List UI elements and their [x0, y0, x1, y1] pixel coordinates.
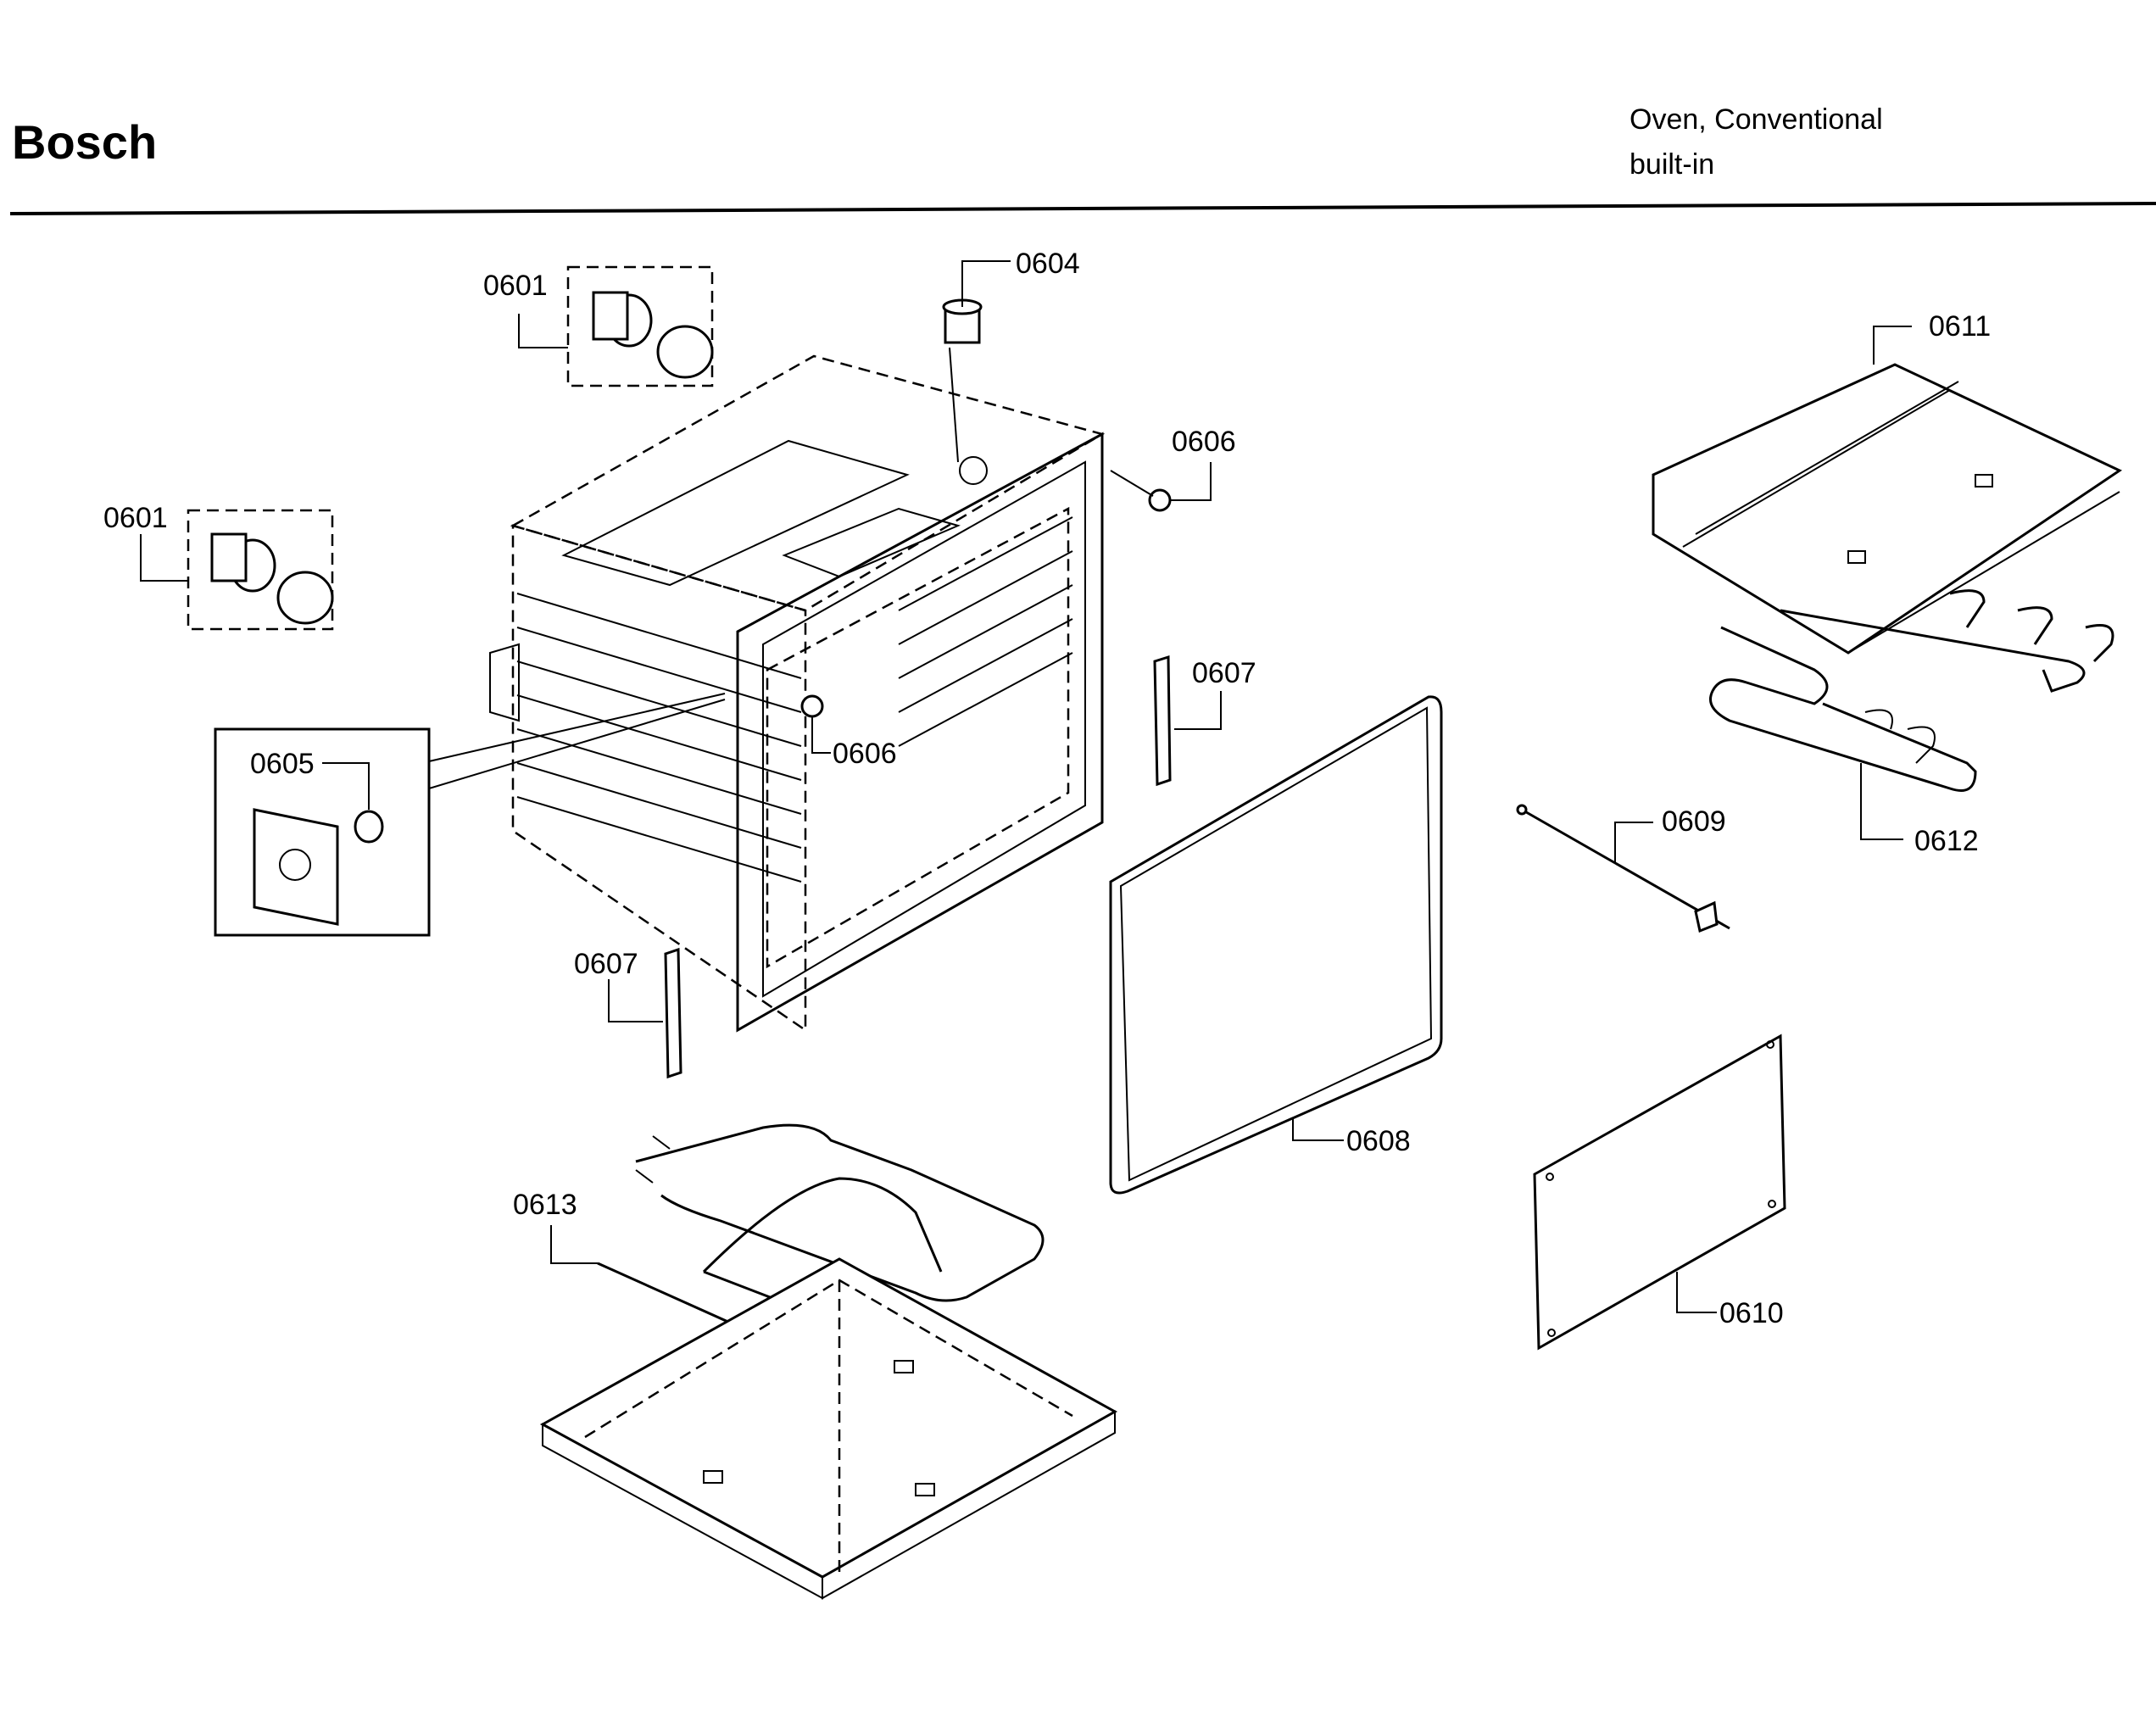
sensor-top [942, 260, 1011, 463]
callout-0608: 0608 [1346, 1125, 1411, 1157]
callout-0613: 0613 [513, 1189, 577, 1221]
oven-cavity [489, 354, 1106, 1033]
product-type: Oven, Conventional [1630, 103, 1883, 136]
lamp-assembly-top [518, 265, 714, 387]
brand-title: Bosch [12, 115, 158, 169]
bracket-right [1153, 655, 1222, 787]
product-variant: built-in [1630, 148, 1715, 181]
callout-0607-left: 0607 [574, 948, 638, 980]
callout-0601-top: 0601 [483, 270, 548, 302]
callout-0610: 0610 [1719, 1297, 1784, 1329]
callout-0604: 0604 [1016, 248, 1080, 280]
plug-inner [800, 694, 831, 754]
gasket [1109, 695, 1443, 1195]
callout-0606-inner: 0606 [833, 738, 897, 770]
callout-0609: 0609 [1662, 805, 1726, 838]
callout-0605: 0605 [250, 748, 315, 780]
callout-0601-left: 0601 [103, 502, 168, 534]
bracket-left [608, 947, 682, 1079]
top-shield [1652, 326, 2123, 655]
panel [1533, 1034, 1786, 1351]
callout-0607-right: 0607 [1192, 657, 1256, 689]
header-divider [9, 202, 2156, 215]
callout-0612: 0612 [1914, 825, 1979, 857]
callout-0611: 0611 [1929, 310, 1991, 343]
bottom-pan [539, 1257, 1118, 1600]
broil-element [1709, 589, 2114, 840]
cover-plate-inset [214, 693, 726, 937]
lamp-assembly-left [140, 509, 334, 631]
callout-0606-right: 0606 [1172, 426, 1236, 458]
plug-right [1110, 462, 1212, 512]
temp-probe [1516, 804, 1730, 933]
